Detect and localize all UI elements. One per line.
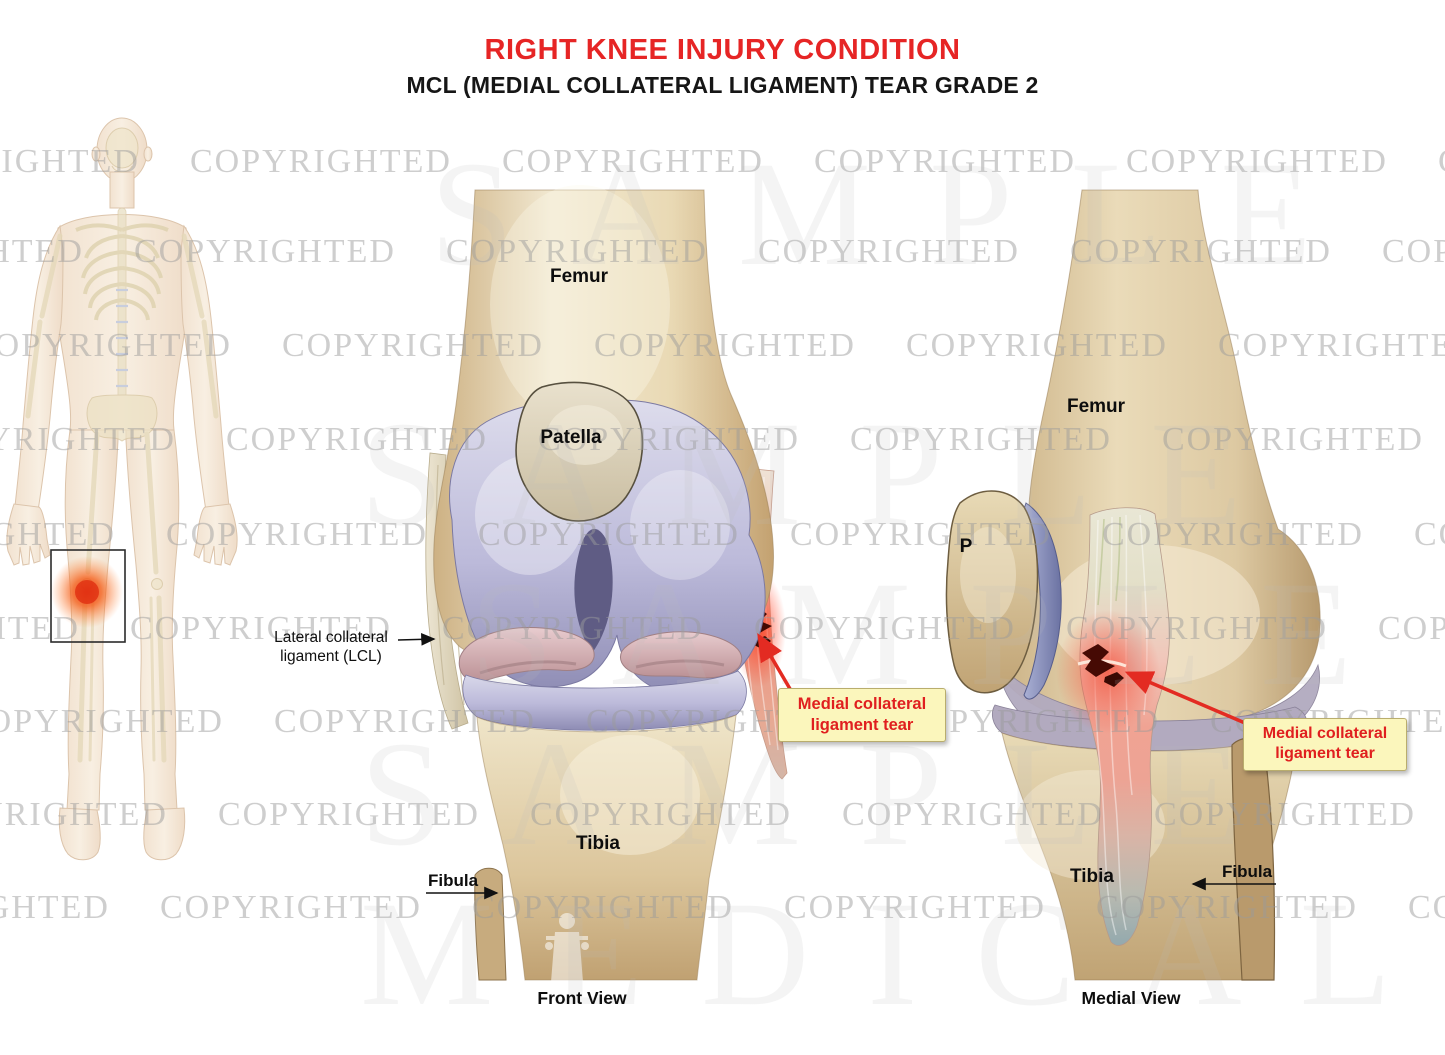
copyrighted-watermark: COPYRIGHTED	[1126, 143, 1388, 180]
copyrighted-watermark: COPYRIGHTED	[1382, 233, 1445, 270]
copyrighted-watermark: COPYRIGHTED	[1414, 516, 1445, 553]
medial-view-knee-illustration	[945, 189, 1321, 981]
copyrighted-watermark: COPYRIGHTED	[814, 143, 1076, 180]
fibula-bone-shape-front	[474, 867, 507, 981]
exhibit-subtitle: MCL (MEDIAL COLLATERAL LIGAMENT) TEAR GR…	[406, 72, 1039, 98]
tibia-plateau-cartilage	[462, 670, 747, 731]
tibia-bone-shape-front	[476, 714, 737, 981]
front-lcl-label: Lateral collateral ligament (LCL)	[274, 629, 388, 666]
menisci-shapes	[458, 627, 743, 683]
copyrighted-watermark: COPYRIGHTED	[0, 889, 110, 926]
mcl-ligament-shape-medial	[1056, 507, 1170, 946]
figure-skeleton	[25, 127, 219, 763]
patellar-cartilage-shape	[1023, 502, 1062, 700]
front-view-caption: Front View	[537, 988, 627, 1008]
copyrighted-watermark: COPYRIGHTED	[1438, 143, 1445, 181]
injury-locator-box	[50, 549, 126, 643]
exhibit-title: RIGHT KNEE INJURY CONDITION	[484, 34, 961, 66]
copyrighted-watermark: COPYRIGHTED	[1378, 610, 1445, 647]
front-mcl-tear-callout: Medial collateral ligament tear	[778, 688, 946, 743]
exhibit-header: RIGHT KNEE INJURY CONDITION MCL (MEDIAL …	[0, 34, 1445, 99]
medial-view-caption: Medial View	[1081, 988, 1181, 1008]
front-view-knee-illustration	[425, 185, 788, 981]
copyrighted-watermark: COPYRIGHTED	[502, 143, 764, 180]
body-figure-illustration	[6, 117, 238, 861]
copyrighted-watermark: COPYRIGHTED	[1408, 889, 1445, 926]
